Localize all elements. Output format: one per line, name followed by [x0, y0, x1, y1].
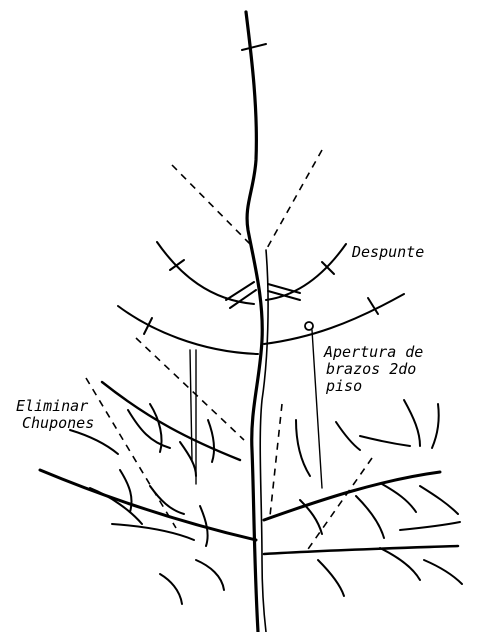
right-twigs	[296, 400, 462, 596]
leader-cut-mark	[242, 44, 266, 50]
lower-dashed-guide-right	[306, 458, 372, 552]
eliminar-label-line-1: Eliminar	[16, 398, 94, 415]
eliminar-label-line-2: Chupones	[22, 415, 94, 432]
upper-dashed-guide-right	[266, 150, 322, 250]
middle-branch-right	[264, 294, 404, 344]
middle-branch-left	[118, 306, 258, 354]
upper-branch-left	[157, 242, 254, 304]
apertura-label-line-3: piso	[326, 378, 423, 395]
upper-dashed-guide-left	[172, 165, 250, 244]
lower-scaffold-right-2	[264, 546, 458, 554]
left-twigs	[70, 404, 224, 604]
lower-scaffold-right	[264, 472, 440, 520]
spreader-right	[268, 284, 300, 300]
apertura-label-line-2: brazos 2do	[326, 361, 423, 378]
apertura-anchor	[305, 322, 313, 330]
mid-dashed-guide-center	[270, 404, 282, 516]
despunte-label: Despunte	[352, 244, 424, 261]
tie-line-left-2	[190, 350, 192, 460]
tie-line-right	[312, 330, 322, 488]
despunte-mark-right	[322, 262, 334, 274]
apertura-label: Apertura de brazos 2do piso	[324, 344, 423, 395]
lower-scaffold-left-2	[102, 382, 240, 460]
upper-branch-right	[266, 244, 346, 300]
apertura-label-line-1: Apertura de	[324, 344, 423, 361]
eliminar-chupones-label: Eliminar Chupones	[16, 398, 94, 432]
